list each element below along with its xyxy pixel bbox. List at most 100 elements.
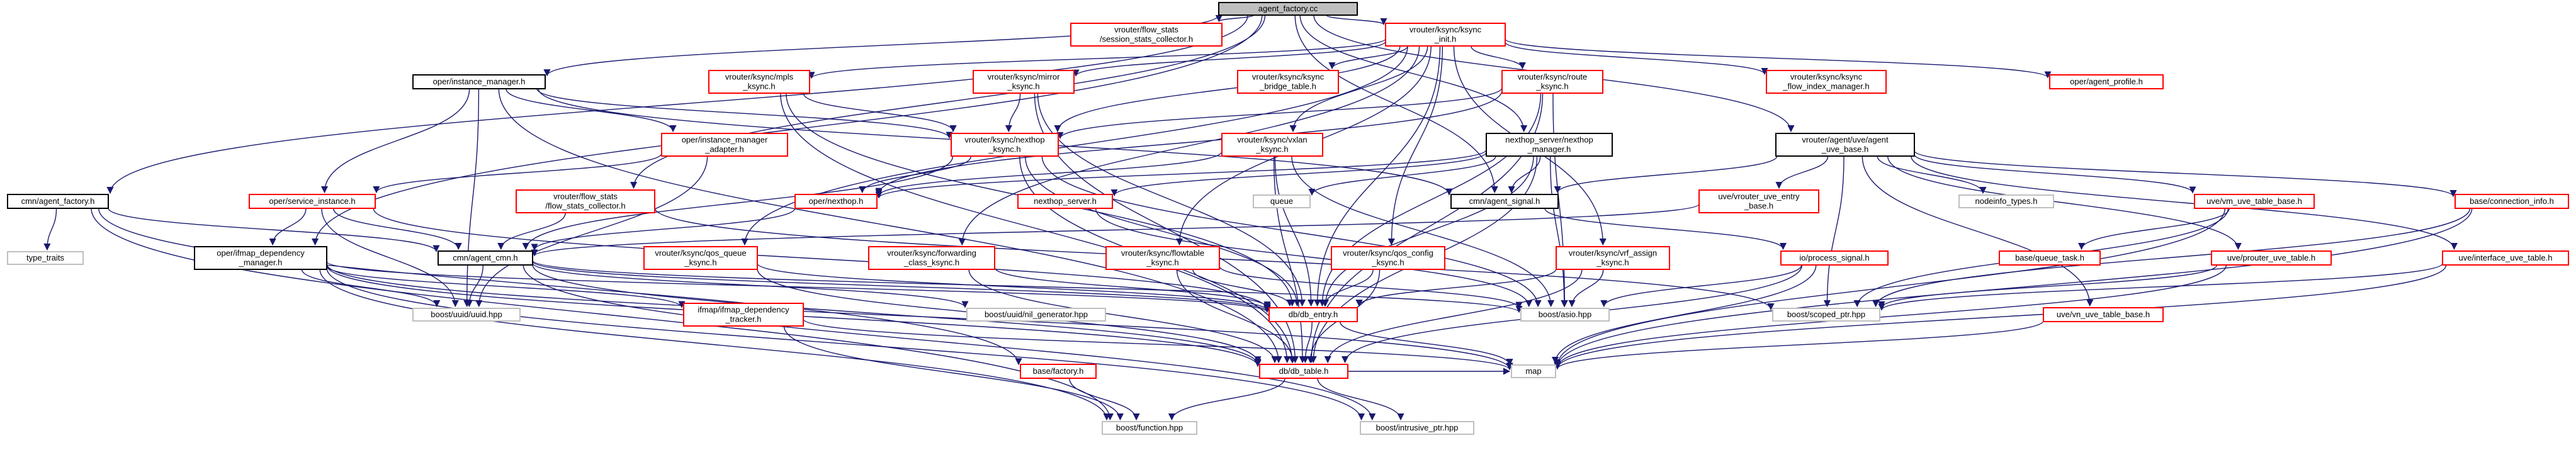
node-flow-stats-collector[interactable]: vrouter/flow_stats/flow_stats_collector.…	[516, 189, 655, 213]
node-ksync-flow-index[interactable]: vrouter/ksync/ksync_flow_index_manager.h	[1766, 70, 1887, 94]
edge-agent_factory-to-flow_stats_session	[1215, 14, 1254, 23]
edge-kaync_init-to-ksync_vxlan	[1289, 45, 1428, 133]
node-uve-vm-uve-table[interactable]: uve/vm_uve_table_base.h	[2194, 194, 2315, 209]
node-uve-vn-uve-table-base[interactable]: uve/vn_uve_table_base.h	[2043, 307, 2164, 322]
node-agent-factory[interactable]: agent_factory.cc	[1218, 2, 1358, 16]
node-ksync-bridge[interactable]: vrouter/ksync/ksync_bridge_table.h	[1237, 70, 1339, 94]
node-nexthop-server[interactable]: nexthop_server.h	[1017, 194, 1113, 209]
node-ksync-flowtable[interactable]: vrouter/ksync/flowtable_ksync.h	[1105, 246, 1220, 270]
node-uve-interface-uve-table[interactable]: uve/interface_uve_table.h	[2442, 250, 2569, 266]
edge-uve_prouter_uve_table-to-boost_scoped_ptr	[1878, 264, 2218, 308]
node-label: uve/interface_uve_table.h	[2459, 253, 2553, 262]
edge-vrouter_uve_agent-to-cmn_agent_signal	[1554, 155, 1778, 194]
node-base-factory[interactable]: base/factory.h	[1020, 364, 1097, 379]
node-cmn-agent-cmn[interactable]: cmn/agent_cmn.h	[438, 250, 533, 266]
node-ksync-qos-config[interactable]: vrouter/ksync/qos_config_ksync.h	[1331, 246, 1445, 270]
node-io-process-signal[interactable]: io/process_signal.h	[1780, 250, 1889, 266]
node-db-entry[interactable]: db/db_entry.h	[1268, 307, 1358, 322]
edge-cmn_agent_cmn-to-boost_intrusive_ptr	[523, 264, 1376, 421]
node-label: vrouter/ksync/vxlan	[1237, 135, 1307, 145]
node-agent-profile[interactable]: oper/agent_profile.h	[2049, 74, 2164, 89]
edge-ifmap_dependency_tracker-to-map	[803, 318, 1513, 371]
edge-db_entry-to-db_table	[1301, 321, 1313, 364]
node-label: vrouter/flow_stats	[553, 192, 618, 201]
edge-uve_prouter_uve_table-to-map	[1554, 264, 2227, 369]
edge-vrouter_uve_agent-to-nodeinfo_types	[1877, 155, 1987, 194]
node-box	[1999, 250, 2101, 266]
edge-cmn_agent_signal-to-io_process_signal	[1544, 208, 1787, 250]
node-ksync-vxlan[interactable]: vrouter/ksync/vxlan_ksync.h	[1221, 133, 1323, 157]
node-boost-scoped-ptr: boost/scoped_ptr.hpp	[1772, 308, 1880, 322]
edge-ksync_nexthop-to-oper_nexthop	[859, 155, 972, 194]
node-nexthop-server-manager[interactable]: nexthop_server/nexthop_manager.h	[1486, 133, 1613, 157]
node-ksync-mpls[interactable]: vrouter/ksync/mpls_ksync.h	[708, 70, 810, 94]
node-uve-vrouter-uve-entry[interactable]: uve/vrouter_uve_entry_base.h	[1698, 189, 1819, 213]
edge-nexthop_server_manager-to-queue	[1308, 155, 1496, 196]
node-flow-stats-session[interactable]: vrouter/flow_stats/session_stats_collect…	[1070, 23, 1223, 47]
edge-ifmap_dependency_manager-to-boost_intrusive_ptr	[326, 267, 1365, 421]
node-label: vrouter/ksync/flowtable	[1121, 249, 1204, 258]
node-box	[1450, 194, 1559, 209]
node-label: base/factory.h	[1033, 366, 1084, 376]
edge-uve_vm_uve_table-to-base_queue_task	[2078, 208, 2230, 250]
node-cmn-agent-signal[interactable]: cmn/agent_signal.h	[1450, 194, 1559, 209]
node-ifmap-dependency-tracker[interactable]: ifmap/ifmap_dependency_tracker.h	[683, 303, 804, 327]
node-label: boost/intrusive_ptr.hpp	[1376, 423, 1459, 432]
node-box	[2043, 307, 2164, 322]
node-box	[1221, 133, 1323, 157]
edge-cmn_agent_cmn-to-boost_uuid	[465, 264, 484, 308]
edge-ksync_nexthop-to-boost_asio	[1041, 155, 1542, 308]
node-boost-asio: boost/asio.hpp	[1520, 308, 1610, 322]
node-label: uve/prouter_uve_table.h	[2227, 253, 2315, 262]
node-label: vrouter/ksync/qos_config	[1343, 249, 1433, 258]
node-ksync-forwarding-class[interactable]: vrouter/ksync/forwarding_class_ksync.h	[868, 246, 995, 270]
node-instance-manager[interactable]: oper/instance_manager.h	[412, 74, 546, 89]
node-label: boost/scoped_ptr.hpp	[1787, 310, 1865, 319]
edge-kaync_init-to-ksync_nexthop	[1054, 45, 1401, 133]
node-uve-prouter-uve-table[interactable]: uve/prouter_uve_table.h	[2211, 250, 2332, 266]
node-cmn-agent-factory[interactable]: cmn/agent_factory.h	[7, 194, 109, 209]
edge-ksync_qos_queue-to-db_entry	[757, 263, 1271, 312]
node-box	[1105, 246, 1220, 270]
node-label: oper/instance_manager.h	[433, 77, 526, 86]
edge-io_process_signal-to-boost_asio	[1600, 264, 1802, 308]
node-base-connection-info[interactable]: base/connection_info.h	[2455, 194, 2569, 209]
node-box	[973, 70, 1075, 94]
node-kaync-init[interactable]: vrouter/ksync/ksync_init.h	[1385, 23, 1506, 47]
node-box	[2194, 194, 2315, 209]
node-label: vrouter/flow_stats	[1114, 25, 1178, 35]
node-ksync-nexthop[interactable]: vrouter/ksync/nexthop_ksync.h	[951, 133, 1059, 157]
node-base-queue-task[interactable]: base/queue_task.h	[1999, 250, 2101, 266]
edge-kaync_init-to-ksync_mpls	[808, 38, 1386, 79]
edge-agent_factory-to-kaync_init	[1326, 14, 1387, 26]
node-box	[661, 133, 788, 157]
edge-ifmap_dependency_manager-to-ifmap_dependency_tracker	[326, 266, 686, 308]
node-box	[1501, 70, 1603, 94]
node-label: cmn/agent_signal.h	[1469, 196, 1540, 206]
node-boost-intrusive-ptr: boost/intrusive_ptr.hpp	[1360, 421, 1474, 435]
node-oper-nexthop[interactable]: oper/nexthop.h	[794, 194, 878, 209]
node-nodeinfo-types: nodeinfo_types.h	[1958, 194, 2054, 208]
node-instance-manager-adapter[interactable]: oper/instance_manager_adapter.h	[661, 133, 788, 157]
node-ksync-route[interactable]: vrouter/ksync/route_ksync.h	[1501, 70, 1603, 94]
node-vrouter-uve-agent[interactable]: vrouter/agent/uve/agent_uve_base.h	[1775, 133, 1915, 157]
edge-service_instance-to-cmn_agent_cmn	[332, 208, 462, 250]
node-label: vrouter/ksync/forwarding	[887, 249, 976, 258]
edge-nexthop_server_manager-to-db_entry	[1321, 155, 1534, 307]
edge-ksync_vrf_assign-to-db_entry	[1355, 268, 1557, 307]
node-ksync-mirror[interactable]: vrouter/ksync/mirror_ksync.h	[973, 70, 1075, 94]
node-box	[683, 303, 804, 327]
node-box	[966, 308, 1106, 322]
node-ifmap-dependency-manager[interactable]: oper/ifmap_dependency_manager.h	[194, 246, 327, 270]
edge-ifmap_dependency_tracker-to-boost_function	[783, 325, 1124, 421]
node-ksync-vrf-assign[interactable]: vrouter/ksync/vrf_assign_ksync.h	[1556, 246, 1670, 270]
node-box	[1385, 23, 1506, 47]
node-label: vrouter/ksync/nexthop	[964, 135, 1044, 145]
edge-db_table-to-boost_function	[1168, 378, 1285, 421]
node-ksync-qos-queue[interactable]: vrouter/ksync/qos_queue_ksync.h	[643, 246, 758, 270]
node-db-table[interactable]: db/db_table.h	[1259, 364, 1348, 379]
node-label: nodeinfo_types.h	[1975, 196, 2037, 206]
node-label: map	[1525, 366, 1541, 376]
node-box	[1360, 421, 1474, 435]
node-service-instance[interactable]: oper/service_instance.h	[249, 194, 376, 209]
